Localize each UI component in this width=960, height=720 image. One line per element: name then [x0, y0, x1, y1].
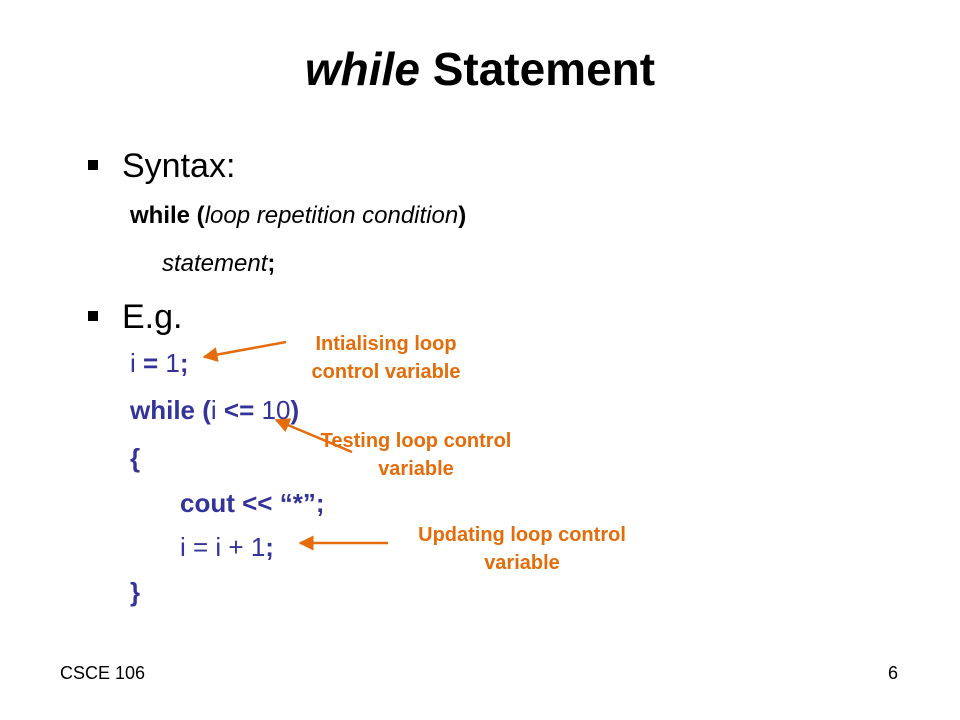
syntax-close-paren: ) — [458, 202, 467, 229]
annotation-test-line1: Testing loop control — [320, 430, 512, 452]
code-line-update: i = i + 1; — [180, 532, 274, 563]
code-assign: = — [135, 348, 166, 378]
syntax-line-while: while (loop repetition condition) — [130, 202, 466, 230]
annotation-update: Updating loop control variable — [390, 521, 654, 577]
syntax-open-paren: ( — [190, 202, 205, 229]
annotation-init-line1: Intialising loop — [315, 333, 457, 355]
arrow-test — [274, 418, 353, 454]
syntax-line-statement: statement; — [162, 250, 275, 278]
code-open-brace: { — [130, 443, 141, 473]
code-keyword: while — [130, 395, 196, 425]
syntax-keyword: while — [130, 202, 191, 229]
annotation-update-line2: variable — [484, 552, 560, 574]
code-close-paren: ) — [290, 395, 300, 425]
code-semicolon: ; — [265, 532, 274, 562]
code-line-cout: cout << “*”; — [180, 488, 325, 518]
footer-course: CSCE 106 — [60, 663, 146, 683]
code-value: 1 — [165, 348, 180, 378]
title-rest: Statement — [419, 43, 656, 95]
bullet-syntax-label: Syntax: — [122, 147, 236, 185]
bullet-syntax: Syntax: — [88, 147, 235, 186]
bullet-example-label: E.g. — [122, 298, 183, 336]
footer-page-number: 6 — [888, 663, 899, 683]
code-line-while: while (i <= 10) — [130, 395, 299, 426]
syntax-condition: loop repetition condition — [204, 202, 459, 229]
code-compare: <= — [216, 395, 262, 425]
annotation-test: Testing loop control variable — [300, 427, 532, 483]
code-open-paren: ( — [195, 395, 211, 425]
annotation-test-line2: variable — [378, 458, 454, 480]
square-bullet-icon — [88, 160, 98, 171]
square-bullet-icon — [88, 311, 98, 322]
code-close-brace: } — [130, 577, 141, 607]
syntax-statement: statement — [162, 250, 268, 277]
code-line-init: i = 1; — [130, 348, 189, 379]
annotation-init: Intialising loop control variable — [286, 330, 486, 386]
slide-title: while Statement — [0, 42, 960, 96]
code-var: i — [210, 395, 217, 425]
code-update-expr: i = i + 1 — [180, 532, 266, 562]
annotation-init-line2: control variable — [311, 361, 461, 383]
arrow-init — [202, 340, 287, 362]
code-var: i — [130, 348, 136, 378]
syntax-semicolon: ; — [267, 250, 276, 277]
annotation-update-line1: Updating loop control — [418, 524, 626, 546]
code-semicolon: ; — [179, 348, 189, 378]
bullet-example: E.g. — [88, 298, 182, 337]
title-keyword: while — [304, 43, 420, 95]
